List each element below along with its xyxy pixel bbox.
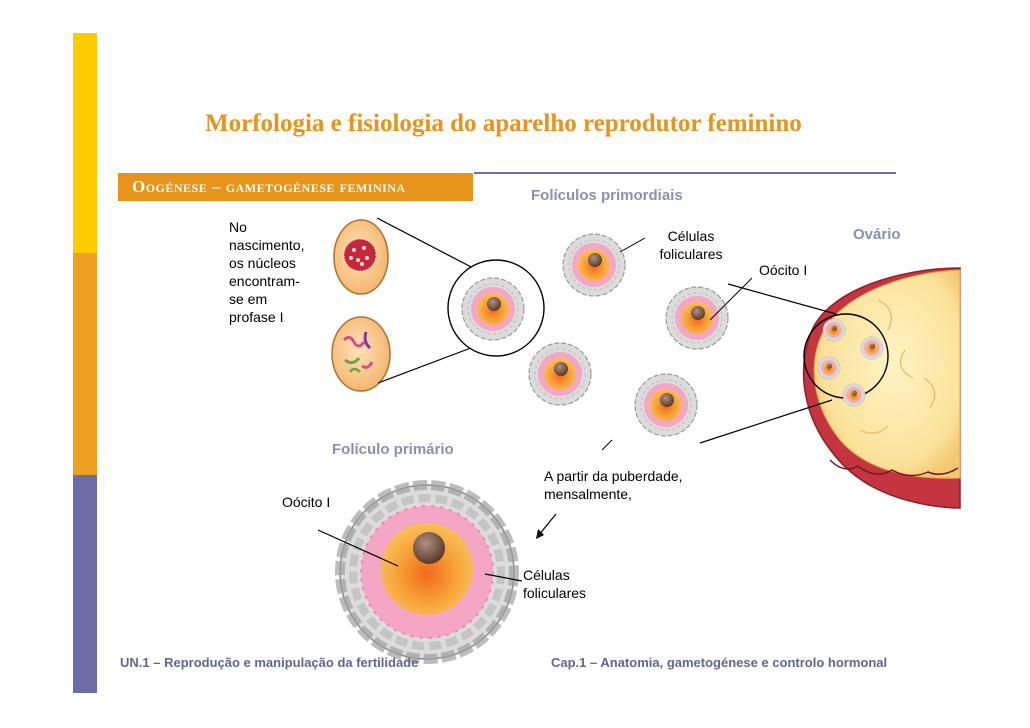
oocyte-cell-top: [333, 219, 389, 295]
heading-primordial-follicles: Folículos primordiais: [531, 187, 683, 204]
puberty-line: mensalmente,: [544, 486, 632, 502]
puberty-note: A partir da puberdade, mensalmente,: [544, 467, 683, 503]
heading-ovary: Ovário: [853, 226, 901, 243]
label-line: Células: [667, 228, 715, 244]
section-label: Oogénese – gametogénese feminina: [118, 173, 473, 201]
label-oocyte-bottom: Oócito I: [282, 494, 331, 510]
label-follicular-cells-bottom: Células foliculares: [523, 566, 586, 602]
footer-right: Cap.1 – Anatomia, gametogénese e control…: [551, 655, 888, 670]
primary-follicle: [335, 480, 519, 664]
slide-title: Morfologia e fisiologia do aparelho repr…: [205, 110, 802, 137]
oocyte-cell-bottom: [331, 316, 391, 392]
side-bar-orange: [73, 253, 97, 475]
footer-left: UN.1 – Reprodução e manipulação da ferti…: [120, 655, 419, 670]
birth-note-line: encontram-: [229, 273, 300, 289]
label-line: foliculares: [523, 585, 587, 601]
side-bar-yellow: [73, 33, 97, 253]
header-rule: [474, 172, 896, 174]
label-follicular-cells-top: Células foliculares: [651, 227, 731, 263]
primordial-follicles: [528, 233, 729, 437]
ovary-illustration: [802, 267, 961, 509]
birth-note-line: se em: [229, 291, 268, 307]
heading-primary-follicle: Folículo primário: [332, 441, 454, 458]
birth-note-line: profase I: [229, 309, 284, 325]
magnified-follicle: [447, 259, 545, 357]
birth-note-line: os núcleos: [229, 255, 296, 271]
label-line: foliculares: [659, 246, 723, 262]
puberty-line: A partir da puberdade,: [544, 468, 683, 484]
birth-note-line: No: [229, 219, 247, 235]
side-bar-purple: [73, 475, 97, 693]
label-line: Células: [523, 567, 570, 583]
birth-note-line: nascimento,: [229, 237, 305, 253]
label-oocyte-top: Oócito I: [759, 262, 808, 278]
birth-note: No nascimento, os núcleos encontram- se …: [229, 218, 339, 326]
